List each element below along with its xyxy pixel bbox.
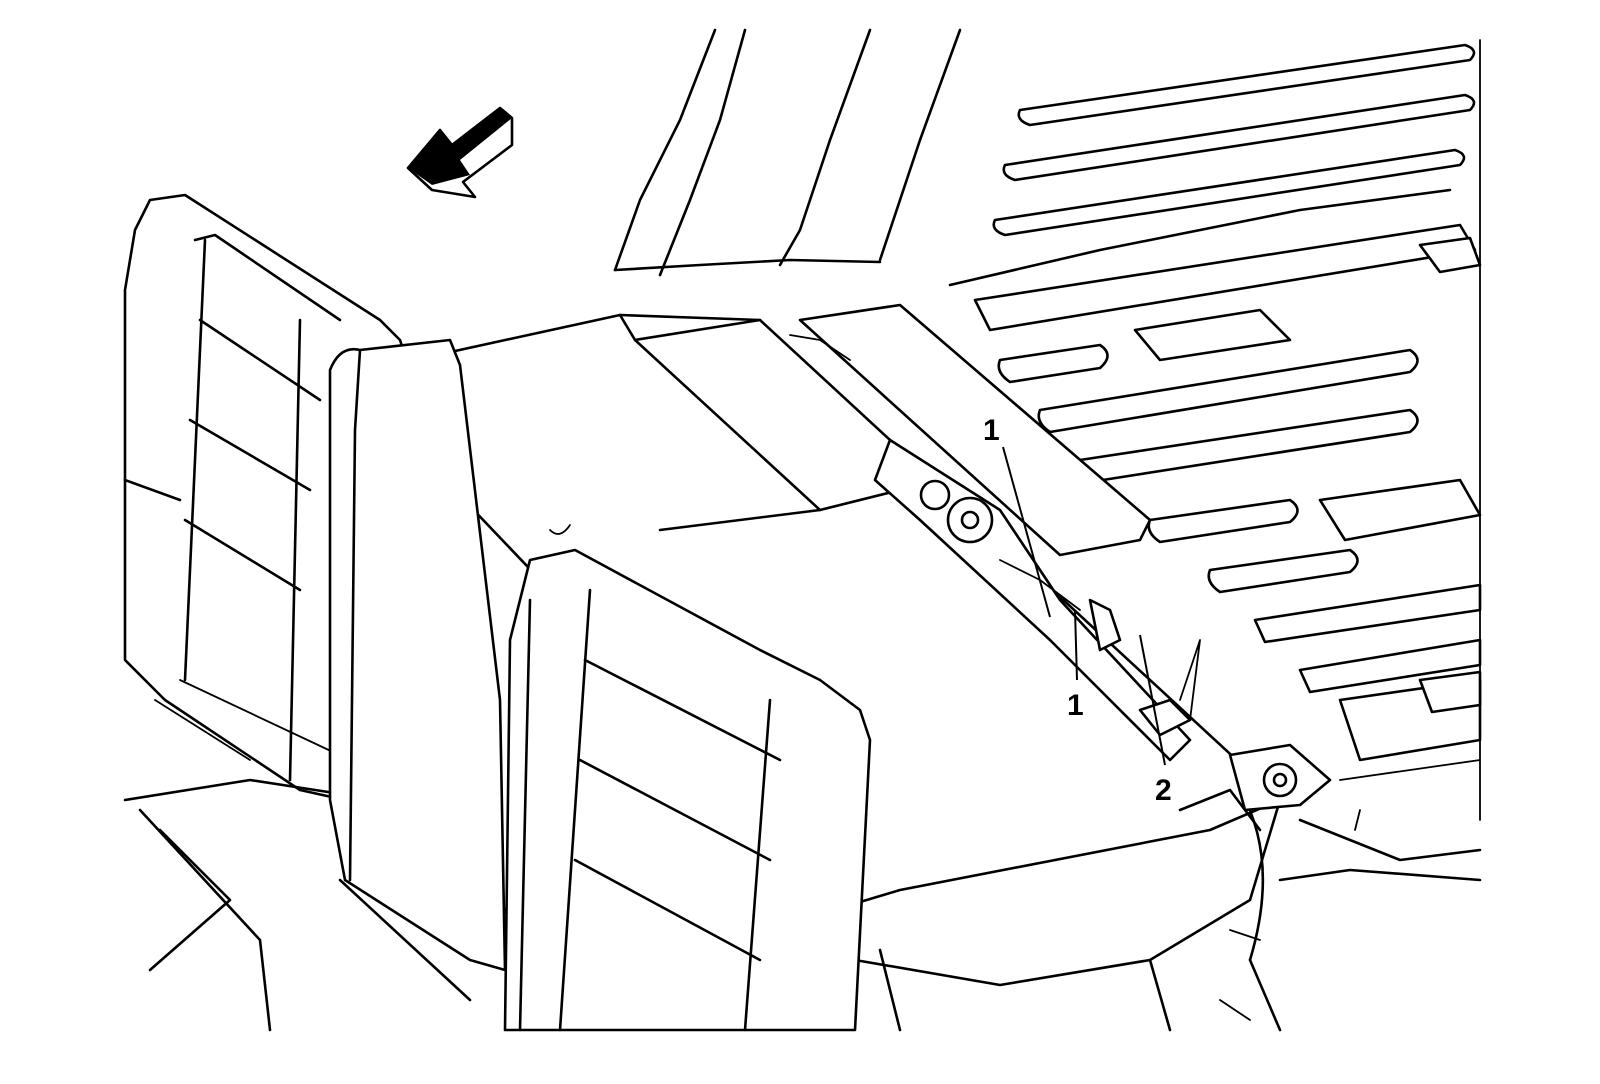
cargo-floor-panel [613,28,1482,821]
callout-1-upper: 1 [983,414,1051,618]
callout-label: 1 [983,414,1000,447]
callout-label: 2 [1155,774,1172,807]
rear-seat-back-right [503,524,872,1032]
latch-mechanism [873,438,1482,862]
seat-latch-cover [789,303,1152,557]
callout-2: 2 [1139,634,1172,807]
rear-seat-back-center [328,338,507,972]
lower-floor [878,868,1482,1032]
direction-arrow-icon [406,106,514,199]
callout-label: 1 [1067,689,1084,722]
callout-1-lower: 1 [1067,609,1084,722]
